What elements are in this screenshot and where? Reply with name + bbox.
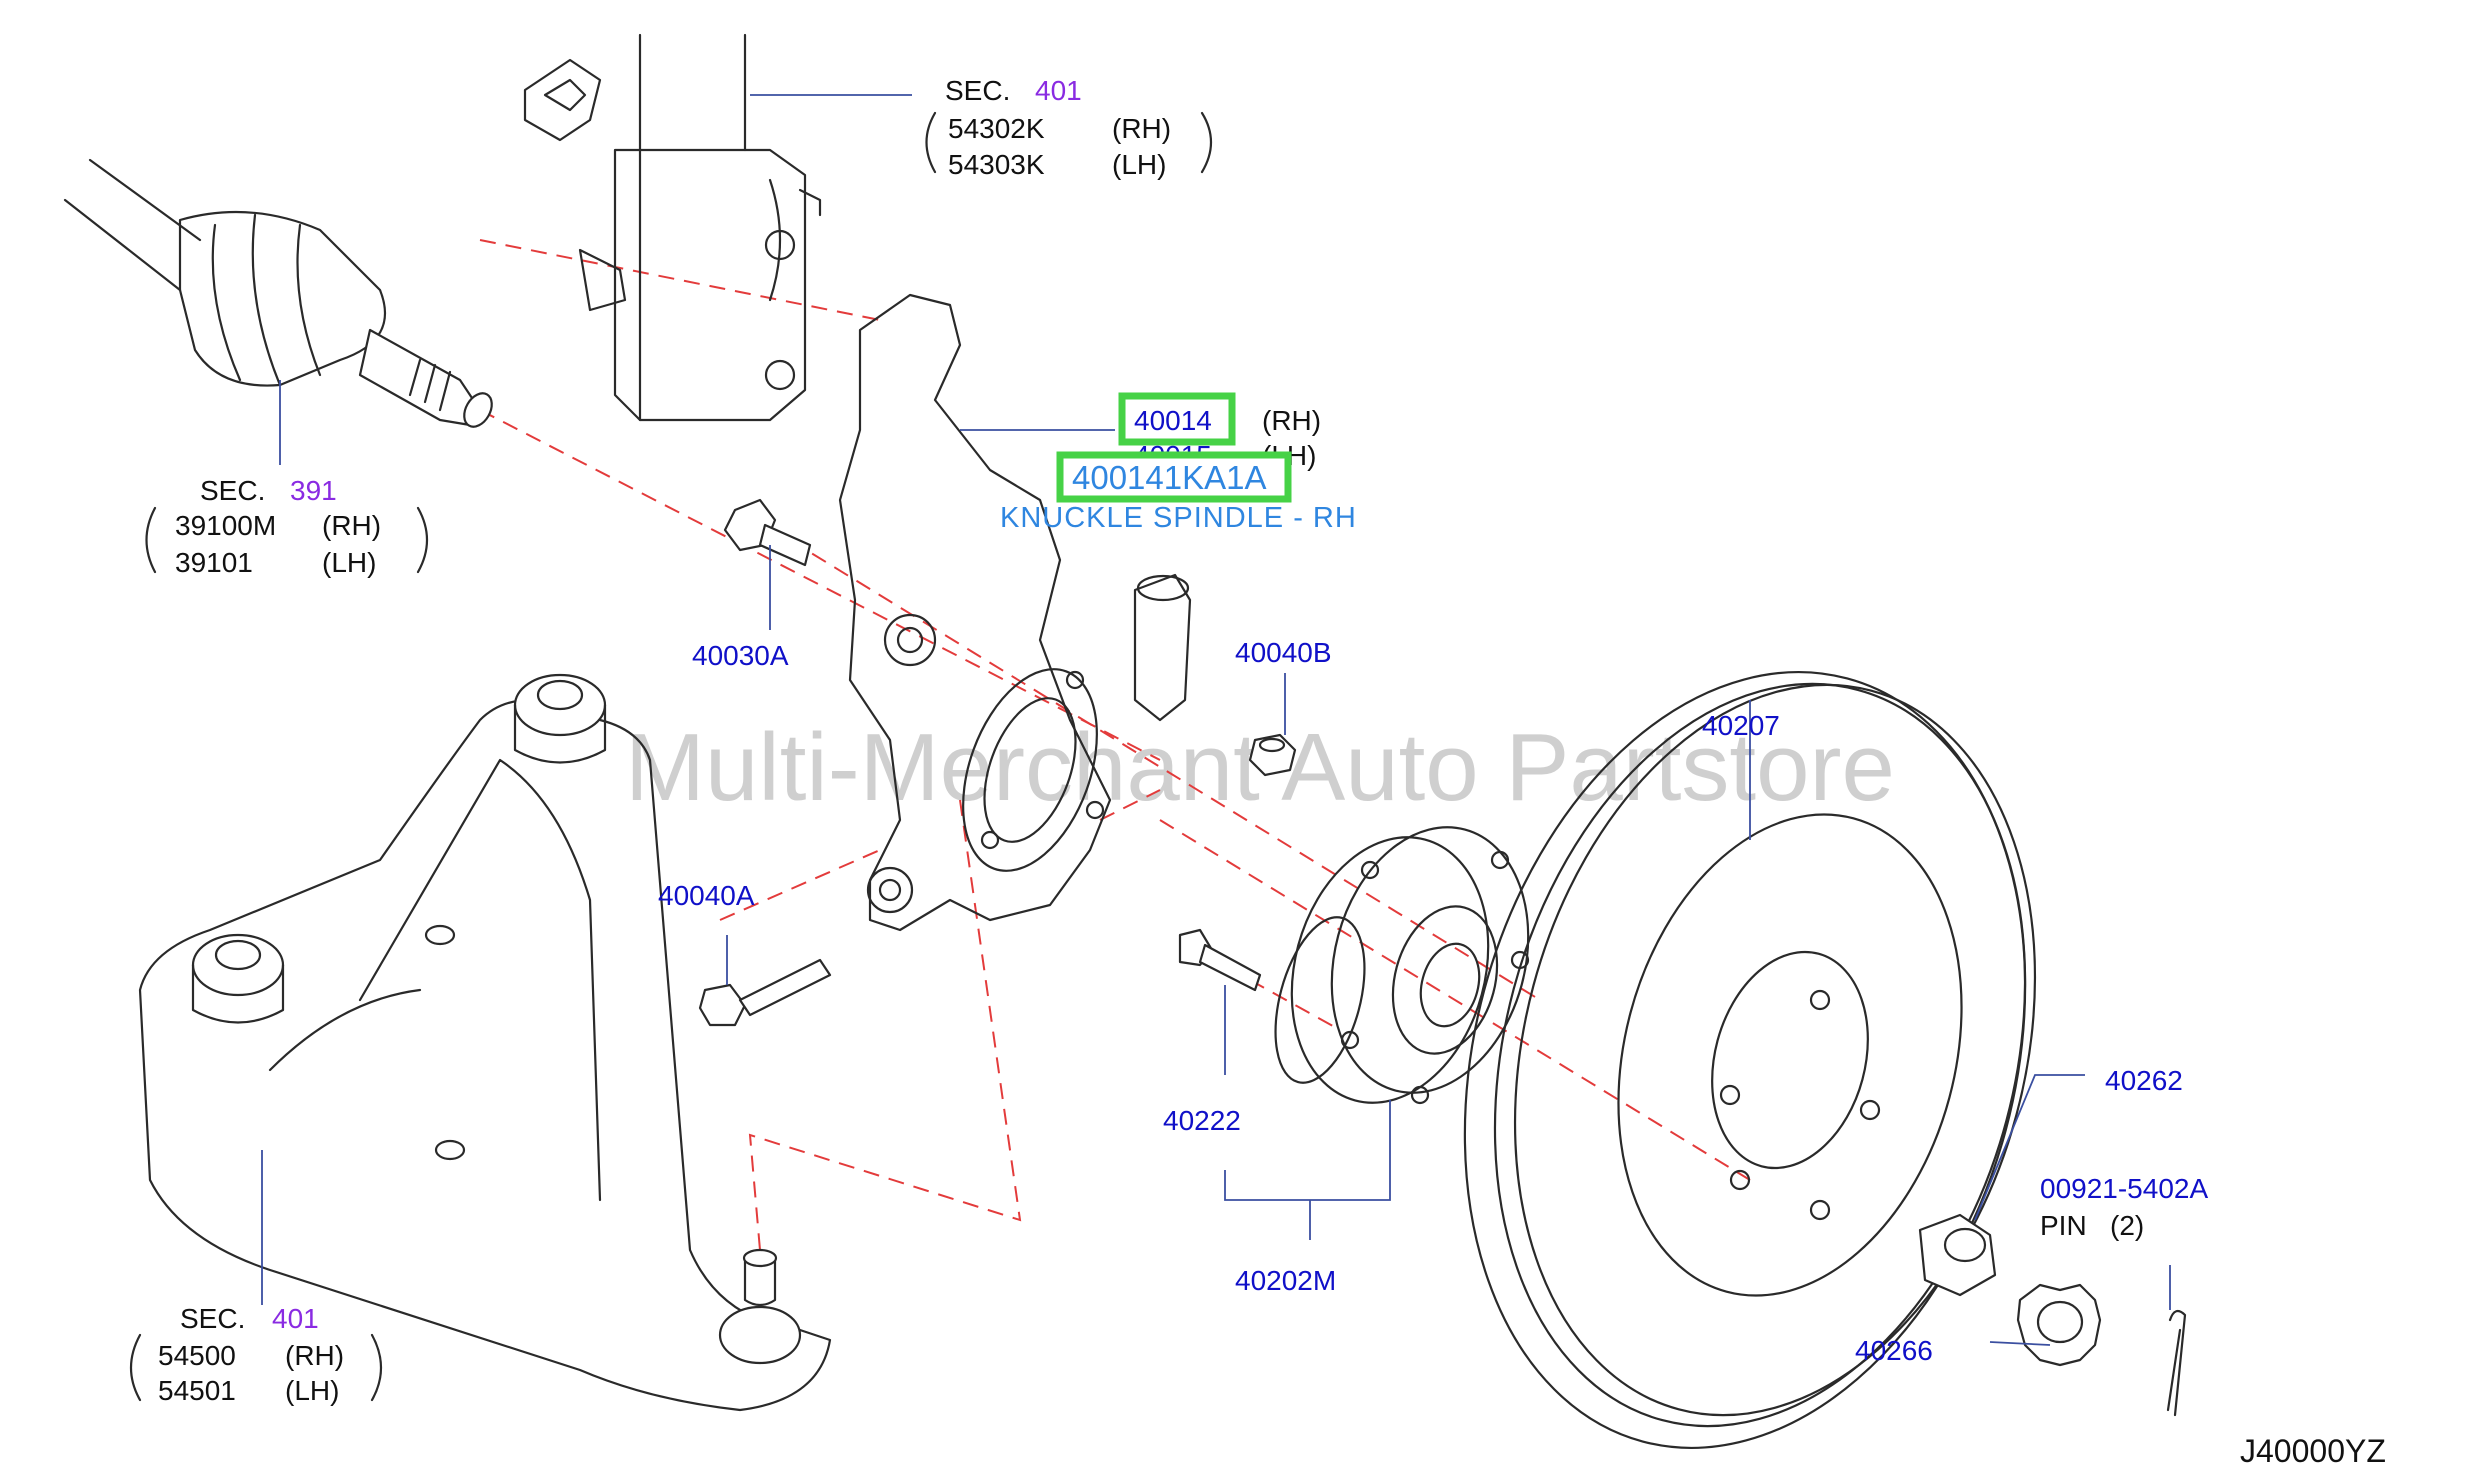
part-40222[interactable]: 40222 xyxy=(1163,1105,1241,1136)
pin-quantity: (2) xyxy=(2110,1210,2144,1241)
strut-lh-part: 54303K xyxy=(948,149,1045,180)
pin-label: PIN xyxy=(2040,1210,2087,1241)
cotter-pin-drawing xyxy=(2166,1309,2187,1417)
lock-cap-40266-drawing xyxy=(2016,1283,2102,1367)
part-40040B[interactable]: 40040B xyxy=(1235,637,1332,668)
strut-rh-part: 54302K xyxy=(948,113,1045,144)
drive-shaft-drawing xyxy=(63,158,493,428)
steering-knuckle-drawing xyxy=(838,293,1192,932)
bolt-40040A-drawing xyxy=(698,958,832,1027)
knuckle-bolt-40030A-drawing xyxy=(723,498,812,567)
driveshaft-lh-tag: (LH) xyxy=(322,547,376,578)
driveshaft-sec-label: SEC. xyxy=(200,475,265,506)
lower-control-arm-drawing xyxy=(138,673,832,1412)
driveshaft-rh-part: 39100M xyxy=(175,510,276,541)
lower-arm-sec-label: SEC. xyxy=(180,1303,245,1334)
part-40202M[interactable]: 40202M xyxy=(1235,1265,1336,1296)
part-40030A[interactable]: 40030A xyxy=(692,640,789,671)
leader-lines xyxy=(261,94,2171,1346)
knuckle-rh-part[interactable]: 40014 xyxy=(1134,405,1212,436)
highlight-part-description: KNUCKLE SPINDLE - RH xyxy=(1000,502,1357,534)
nut-40040B-drawing xyxy=(1248,733,1297,777)
lower-arm-rh-tag: (RH) xyxy=(285,1340,344,1371)
strut-sec-label: SEC. xyxy=(945,75,1010,106)
alignment-lines xyxy=(479,239,1751,1251)
lower-arm-rh-part: 54500 xyxy=(158,1340,236,1371)
brake-rotor-drawing xyxy=(1463,671,2037,1449)
part-40207[interactable]: 40207 xyxy=(1702,710,1780,741)
part-pin-number[interactable]: 00921-5402A xyxy=(2040,1173,2208,1204)
strut-sec-number[interactable]: 401 xyxy=(1035,75,1082,106)
part-40262[interactable]: 40262 xyxy=(2105,1065,2183,1096)
highlight-part-number[interactable]: 400141KA1A xyxy=(1072,459,1267,496)
lower-arm-sec-number[interactable]: 401 xyxy=(272,1303,319,1334)
part-40266[interactable]: 40266 xyxy=(1855,1335,1933,1366)
diagram-code: J40000YZ xyxy=(2240,1433,2386,1469)
hub-nut-40262-drawing xyxy=(1918,1213,1997,1297)
wheel-hub-drawing xyxy=(1274,826,1530,1105)
hub-bolt-40222-drawing xyxy=(1178,928,1262,992)
strut-lh-tag: (LH) xyxy=(1112,149,1166,180)
highlight-part-box xyxy=(1056,451,1292,503)
driveshaft-rh-tag: (RH) xyxy=(322,510,381,541)
driveshaft-lh-part: 39101 xyxy=(175,547,253,578)
bracket-marks xyxy=(130,111,1212,1402)
knuckle-rh-tag: (RH) xyxy=(1262,405,1321,436)
driveshaft-sec-number[interactable]: 391 xyxy=(290,475,337,506)
lower-arm-lh-tag: (LH) xyxy=(285,1375,339,1406)
part-40040A[interactable]: 40040A xyxy=(658,880,755,911)
knuckle-rh-highlight-box xyxy=(1118,392,1236,446)
lower-arm-lh-part: 54501 xyxy=(158,1375,236,1406)
strut-assembly-drawing xyxy=(523,33,822,422)
strut-rh-tag: (RH) xyxy=(1112,113,1171,144)
